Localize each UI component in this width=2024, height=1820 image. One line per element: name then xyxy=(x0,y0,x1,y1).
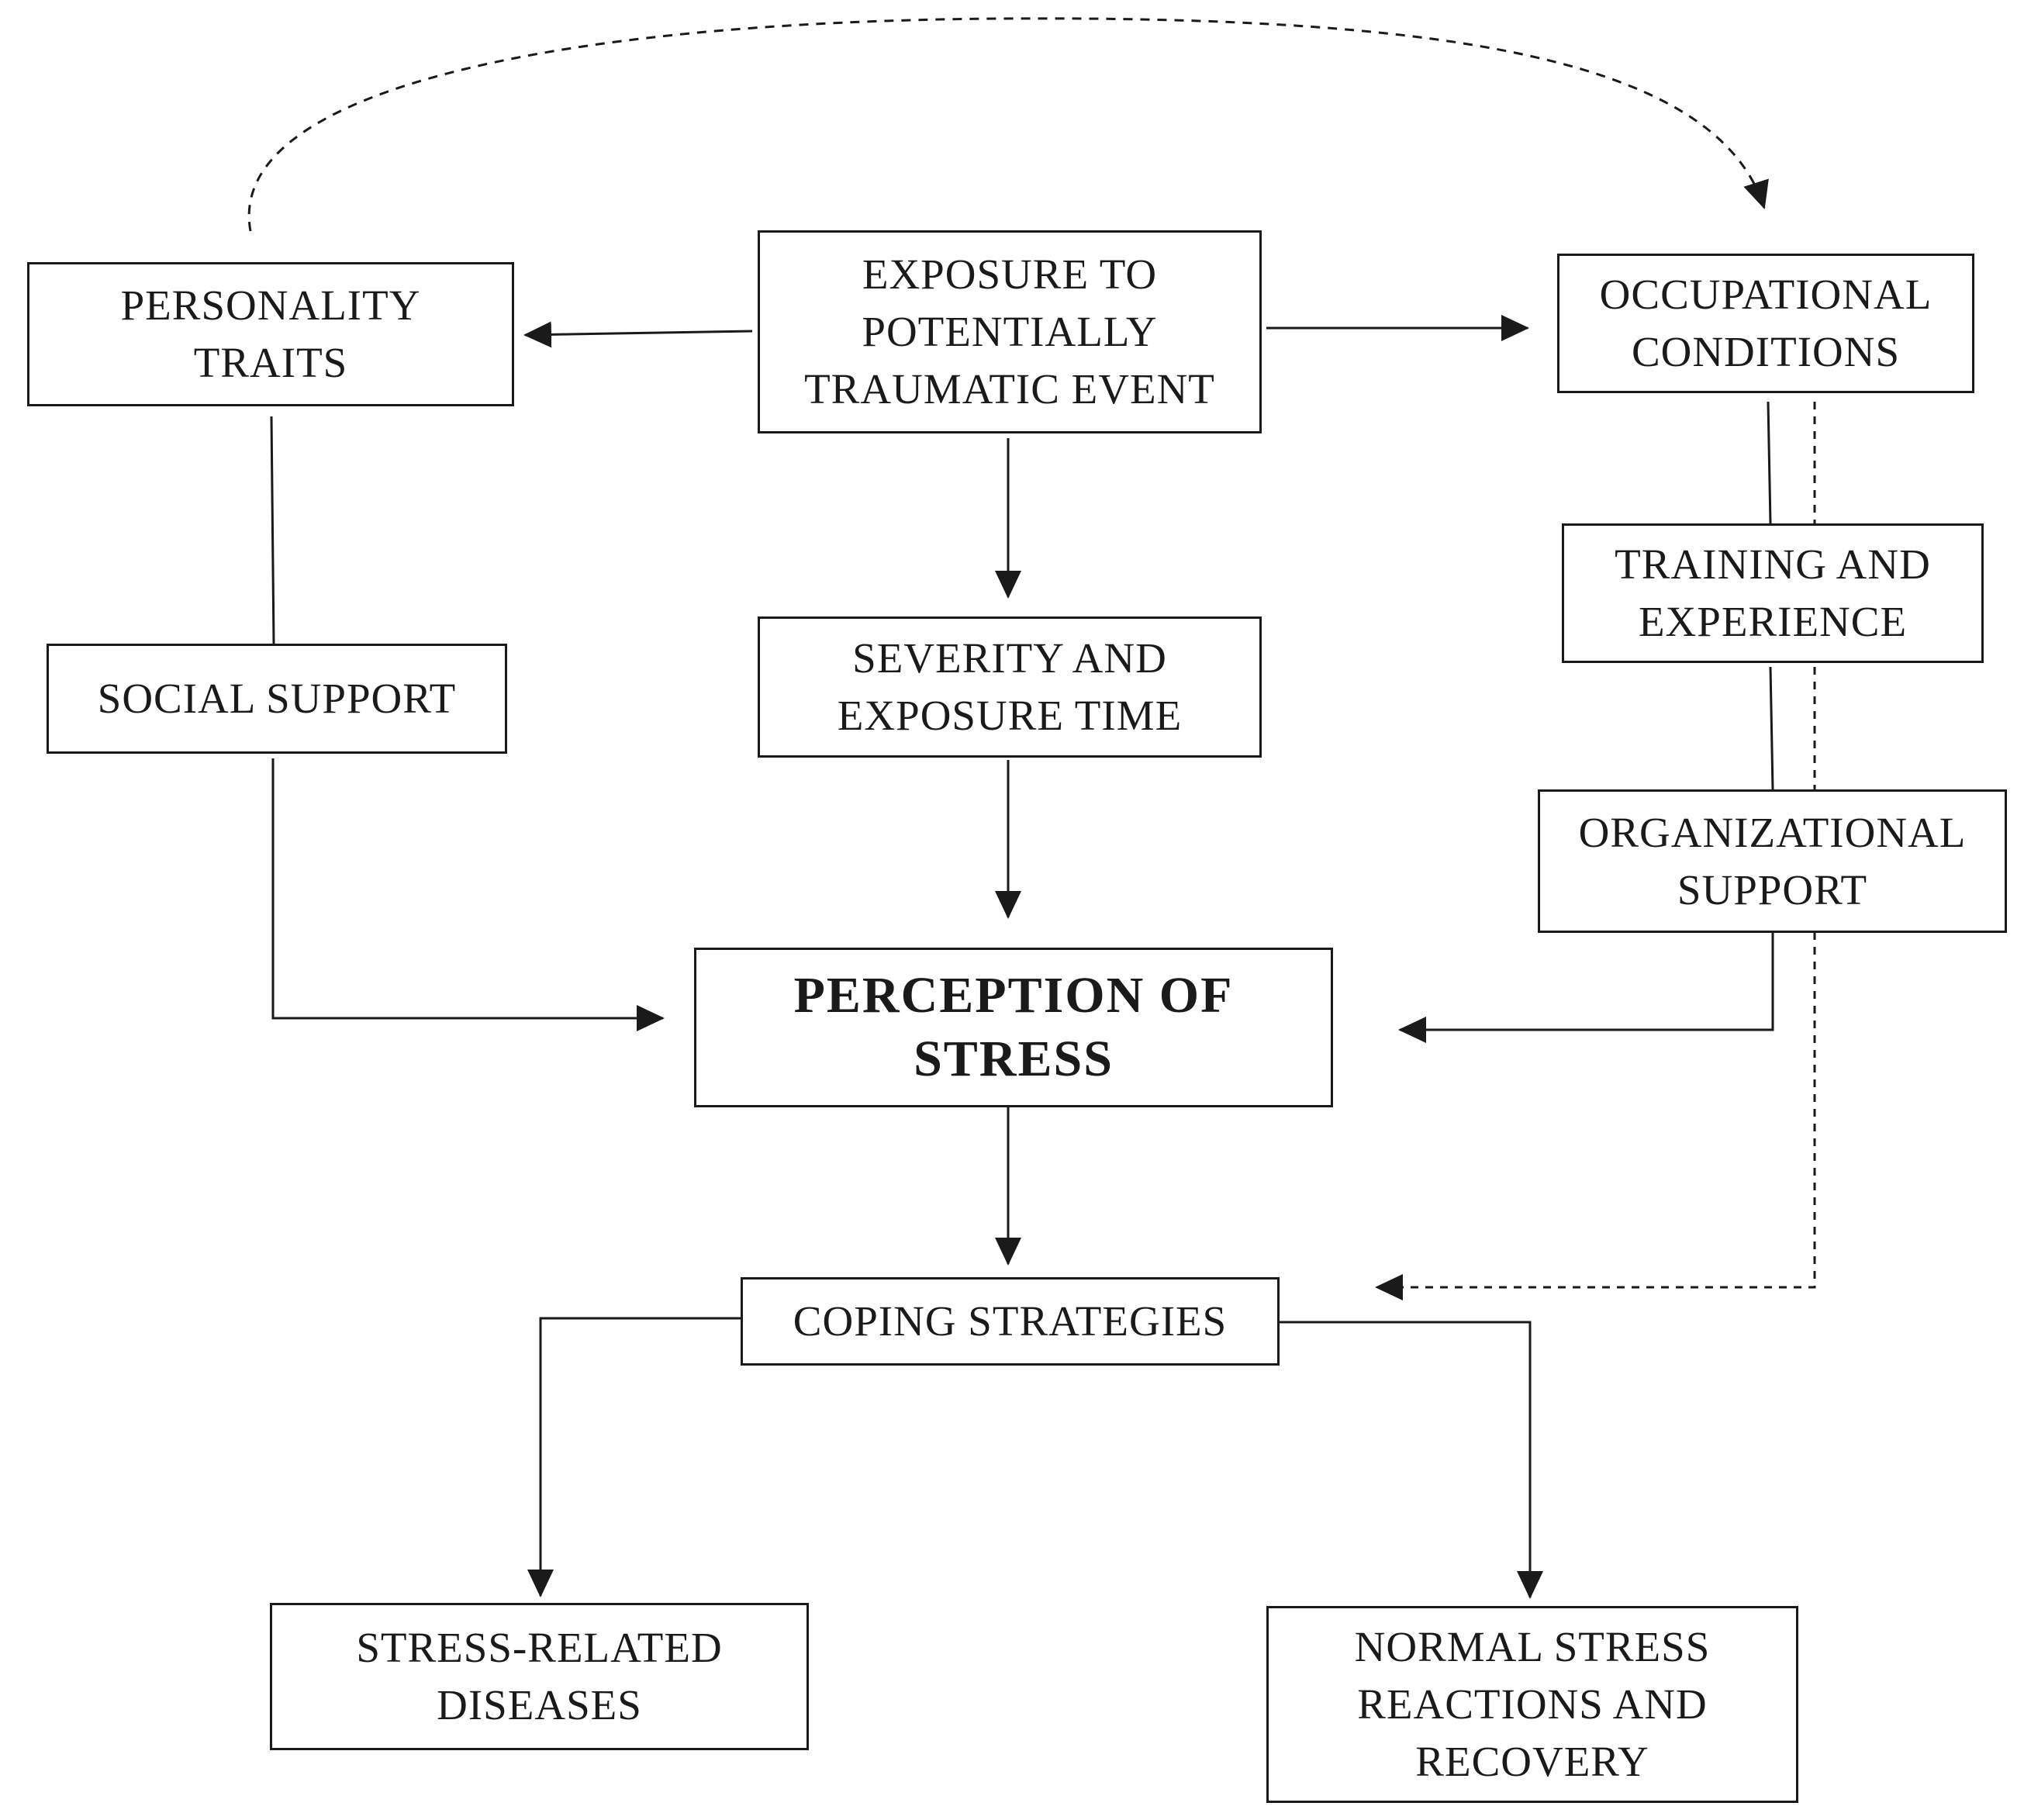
node-normal-stress-reactions-label: NORMAL STRESS REACTIONS AND RECOVERY xyxy=(1354,1623,1711,1785)
arrow-coping-to-normal xyxy=(1280,1321,1543,1599)
node-personality-traits: PERSONALITY TRAITS xyxy=(27,262,514,406)
node-occupational-conditions: OCCUPATIONAL CONDITIONS xyxy=(1557,254,1974,393)
line-personality-to-social xyxy=(270,416,275,644)
node-severity-exposure-time: SEVERITY AND EXPOSURE TIME xyxy=(758,616,1262,758)
node-stress-related-diseases-label: STRESS-RELATED DISEASES xyxy=(356,1624,723,1728)
node-occupational-conditions-label: OCCUPATIONAL CONDITIONS xyxy=(1599,271,1932,375)
node-organizational-support-label: ORGANIZATIONAL SUPPORT xyxy=(1578,808,1967,913)
node-stress-related-diseases: STRESS-RELATED DISEASES xyxy=(270,1603,809,1750)
node-severity-exposure-time-label: SEVERITY AND EXPOSURE TIME xyxy=(837,634,1183,739)
node-normal-stress-reactions: NORMAL STRESS REACTIONS AND RECOVERY xyxy=(1266,1606,1798,1803)
node-perception-of-stress: PERCEPTION OF STRESS xyxy=(694,948,1333,1107)
line-training-to-organizational xyxy=(1769,666,1774,790)
node-training-experience: TRAINING AND EXPERIENCE xyxy=(1562,523,1984,663)
node-exposure-label: EXPOSURE TO POTENTIALLY TRAUMATIC EVENT xyxy=(804,250,1215,413)
arrow-exposure-to-personality xyxy=(523,321,753,348)
node-perception-of-stress-label: PERCEPTION OF STRESS xyxy=(793,967,1234,1087)
node-personality-traits-label: PERSONALITY TRAITS xyxy=(120,281,421,386)
arrow-social-to-perception xyxy=(271,758,665,1031)
arrow-organizational-to-perception xyxy=(1398,933,1774,1043)
node-social-support-label: SOCIAL SUPPORT xyxy=(97,675,457,722)
arrow-coping-to-diseases xyxy=(527,1317,741,1597)
line-occupational-to-training xyxy=(1767,401,1772,524)
node-coping-strategies-label: COPING STRATEGIES xyxy=(793,1297,1228,1345)
node-organizational-support: ORGANIZATIONAL SUPPORT xyxy=(1538,789,2007,933)
node-coping-strategies: COPING STRATEGIES xyxy=(741,1277,1280,1366)
node-exposure: EXPOSURE TO POTENTIALLY TRAUMATIC EVENT xyxy=(758,230,1262,433)
arc-personality-to-occupational xyxy=(247,17,1769,232)
node-social-support: SOCIAL SUPPORT xyxy=(47,644,507,754)
dashed-occupational-to-coping xyxy=(1375,402,1816,1300)
node-training-experience-label: TRAINING AND EXPERIENCE xyxy=(1615,540,1931,645)
